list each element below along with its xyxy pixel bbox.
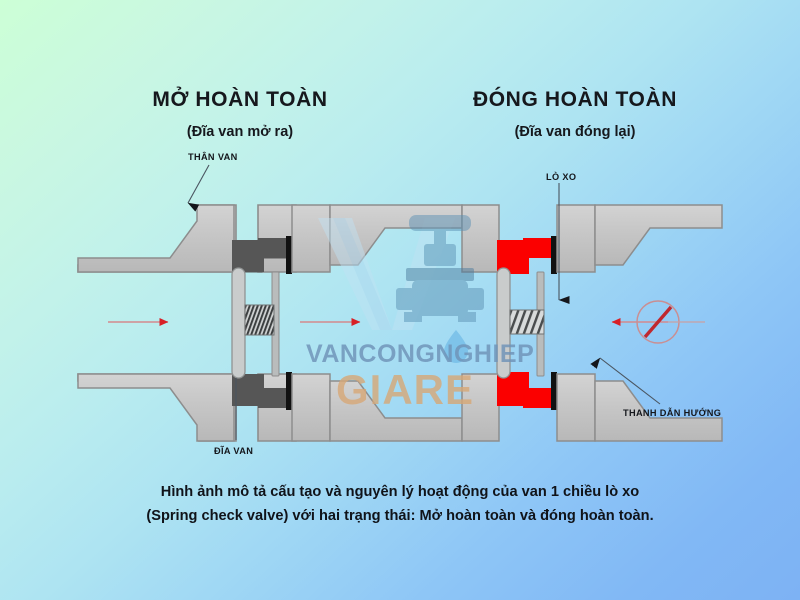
valve-seal-lower-left bbox=[286, 372, 292, 410]
valve-seal-upper-left bbox=[286, 236, 292, 274]
heading-closed-subtitle: (Đĩa van đóng lại) bbox=[514, 124, 636, 140]
callout-leaders bbox=[187, 164, 661, 440]
callout-label-guide-rod: THANH DẪN HƯỚNG bbox=[623, 408, 722, 418]
spring-compressed bbox=[244, 304, 275, 336]
watermark-brand-primary: VANCONGNGHIEP bbox=[306, 340, 535, 368]
watermark-droplet-icon bbox=[444, 330, 468, 363]
caption-line-2: (Spring check valve) với hai trạng thái:… bbox=[146, 508, 654, 524]
blocked-flow-icon bbox=[636, 300, 705, 344]
caption-line-1: Hình ảnh mô tả cấu tạo và nguyên lý hoạt… bbox=[160, 484, 640, 500]
outlet-pipe-lower-right bbox=[594, 380, 723, 442]
callout-label-valve-body: THÂN VAN bbox=[188, 152, 238, 162]
valve-body-column-lower-right bbox=[556, 373, 596, 442]
valve-body-column-lower-right-in bbox=[461, 373, 500, 442]
valve-seal-upper-right bbox=[551, 236, 557, 274]
callout-label-spring: LÒ XO bbox=[546, 172, 577, 182]
valve-seat-upper-open-arm bbox=[258, 238, 288, 258]
inlet-pipe-upper-left bbox=[77, 204, 235, 273]
leader-than-van bbox=[187, 164, 210, 212]
valve-body-column-upper-right bbox=[556, 204, 596, 273]
leader-thanh-dan-huong bbox=[590, 357, 661, 405]
valve-disc-open bbox=[231, 267, 246, 379]
watermark-valve-icon bbox=[396, 215, 484, 322]
valve-seat-upper-closed-arm bbox=[523, 238, 553, 258]
callout-label-valve-disc: ĐĨA VAN bbox=[214, 446, 254, 456]
heading-open-subtitle: (Đĩa van mở ra) bbox=[186, 124, 294, 140]
diagram-render bbox=[77, 204, 723, 442]
outlet-pipe-upper-right bbox=[594, 204, 723, 266]
heading-open-title: MỞ HOÀN TOÀN bbox=[152, 88, 328, 111]
heading-closed-title: ĐÓNG HOÀN TOÀN bbox=[472, 88, 677, 111]
valve-seat-lower-closed-arm bbox=[523, 388, 553, 408]
watermark-brand-secondary: GIARE bbox=[336, 366, 475, 413]
valve-body-column-upper-right-in bbox=[461, 204, 500, 273]
valve-seal-lower-right bbox=[551, 372, 557, 410]
valve-body-column-lower-left bbox=[291, 373, 331, 442]
spring-extended bbox=[509, 309, 545, 335]
inlet-pipe-lower-left bbox=[77, 373, 235, 442]
flow-arrows bbox=[108, 300, 705, 344]
valve-body-column-upper-left bbox=[291, 204, 331, 273]
watermark-graphic bbox=[318, 215, 484, 363]
valve-seat-lower-open-arm bbox=[258, 388, 288, 408]
